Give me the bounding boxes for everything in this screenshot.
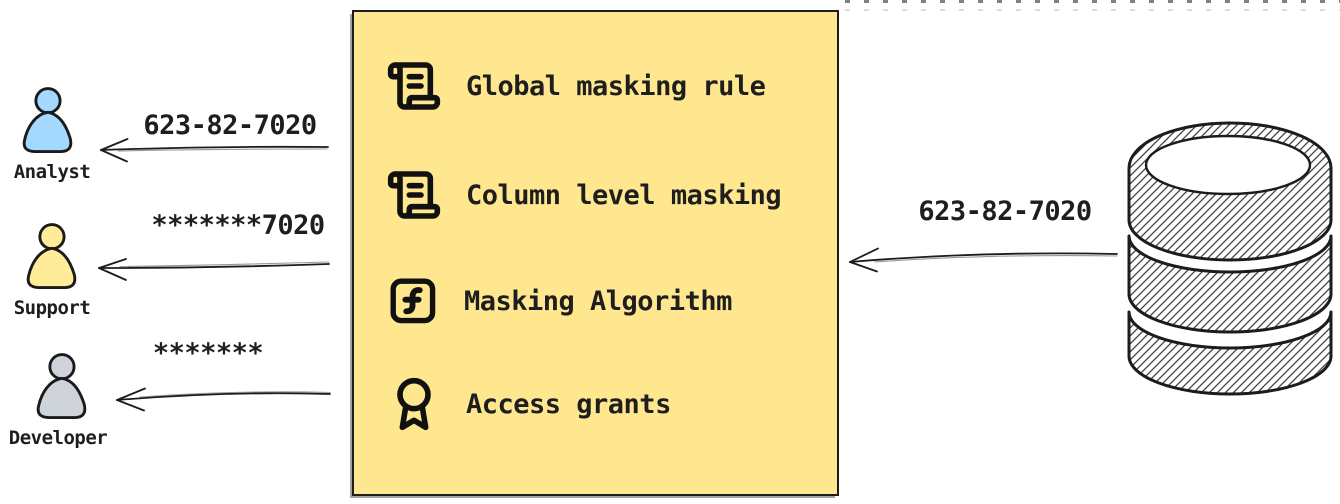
function-square-icon <box>390 278 436 324</box>
database-output-value: 623-82-7020 <box>918 196 1092 227</box>
masking-item-label: Global masking rule <box>466 70 766 102</box>
persona-analyst-label: Analyst <box>13 161 91 183</box>
scroll-text-icon <box>387 171 441 219</box>
scroll-text-icon <box>387 62 441 110</box>
masking-item-label: Masking Algorithm <box>464 285 732 317</box>
award-icon <box>397 377 431 431</box>
masking-item-label: Column level masking <box>466 179 782 211</box>
support-person-icon <box>26 223 77 289</box>
persona-support-label: Support <box>13 297 91 319</box>
arrow-from-database <box>849 247 1118 273</box>
support-received-value: *******7020 <box>151 210 325 241</box>
masking-item-column-level: Column level masking <box>386 166 782 224</box>
persona-developer-label: Developer <box>8 427 108 449</box>
persona-analyst: Analyst <box>0 86 104 183</box>
masking-item-global-rule: Global masking rule <box>386 57 766 115</box>
arrow-to-analyst <box>100 138 329 163</box>
persona-developer: Developer <box>6 352 110 449</box>
top-dashed-line-faint <box>845 9 1340 11</box>
masking-item-access-grants: Access grants <box>386 375 671 433</box>
top-dashed-line <box>845 0 1340 3</box>
masking-item-label: Access grants <box>466 388 671 420</box>
developer-received-value: ******* <box>152 338 264 369</box>
persona-support: Support <box>0 222 104 319</box>
analyst-person-icon <box>22 87 73 153</box>
masking-rules-box: Global masking rule Column level masking… <box>352 10 839 496</box>
database-icon <box>1127 121 1333 396</box>
developer-person-icon <box>36 353 87 419</box>
masking-item-algorithm: Masking Algorithm <box>386 272 732 330</box>
arrow-to-developer <box>116 387 331 412</box>
arrow-to-support <box>98 258 330 281</box>
analyst-received-value: 623-82-7020 <box>143 110 317 141</box>
